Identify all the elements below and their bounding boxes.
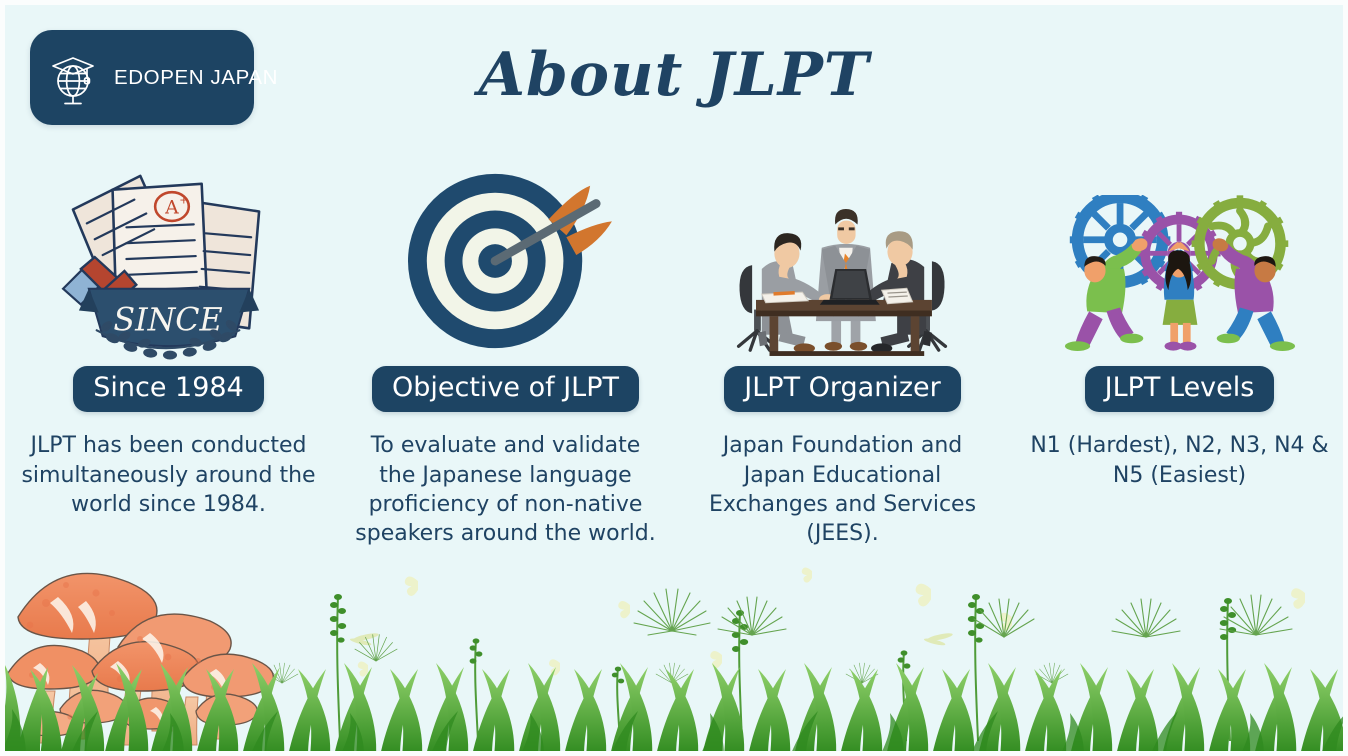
graduation-globe-icon xyxy=(46,47,108,109)
description-levels: N1 (Hardest), N2, N3, N4 & N5 (Easiest) xyxy=(1030,433,1329,488)
brand-name: EDOPEN JAPAN xyxy=(114,65,279,89)
column-organizer: JLPT Organizer Japan Foundation and Japa… xyxy=(674,160,1011,580)
column-levels: JLPT Levels N1 (Hardest), N2, N3, N4 & N… xyxy=(1011,160,1348,580)
people-holding-gears-illustration xyxy=(1064,160,1296,360)
description-objective: To evaluate and validate the Japanese la… xyxy=(355,433,656,547)
business-meeting-illustration xyxy=(727,160,959,360)
badge-organizer: JLPT Organizer xyxy=(724,366,961,413)
svg-text:+: + xyxy=(179,194,188,207)
page-title: About JLPT xyxy=(478,40,870,110)
column-since-1984: A + SINCE xyxy=(0,160,337,580)
feature-columns: A + SINCE xyxy=(0,160,1348,580)
grade-a-plus-mark: A + xyxy=(153,190,190,223)
target-with-arrow-illustration xyxy=(392,160,620,360)
badge-levels: JLPT Levels xyxy=(1084,366,1275,413)
svg-text:A: A xyxy=(164,197,179,218)
badge-since-1984: Since 1984 xyxy=(73,366,264,413)
since-banner: SINCE xyxy=(78,287,259,348)
badge-objective: Objective of JLPT xyxy=(372,366,639,413)
grass-and-mushrooms-border xyxy=(0,541,1348,756)
person-left xyxy=(1064,238,1147,351)
person-center xyxy=(1162,241,1197,351)
documents-since-banner-illustration: A + SINCE xyxy=(55,160,283,360)
column-objective: Objective of JLPT To evaluate and valida… xyxy=(337,160,674,580)
description-organizer: Japan Foundation and Japan Educational E… xyxy=(708,433,977,547)
since-banner-text: SINCE xyxy=(113,302,222,338)
person-right xyxy=(1212,238,1295,351)
brand-logo[interactable]: EDOPEN JAPAN xyxy=(30,30,277,125)
description-since-1984: JLPT has been conducted simultaneously a… xyxy=(21,433,316,517)
